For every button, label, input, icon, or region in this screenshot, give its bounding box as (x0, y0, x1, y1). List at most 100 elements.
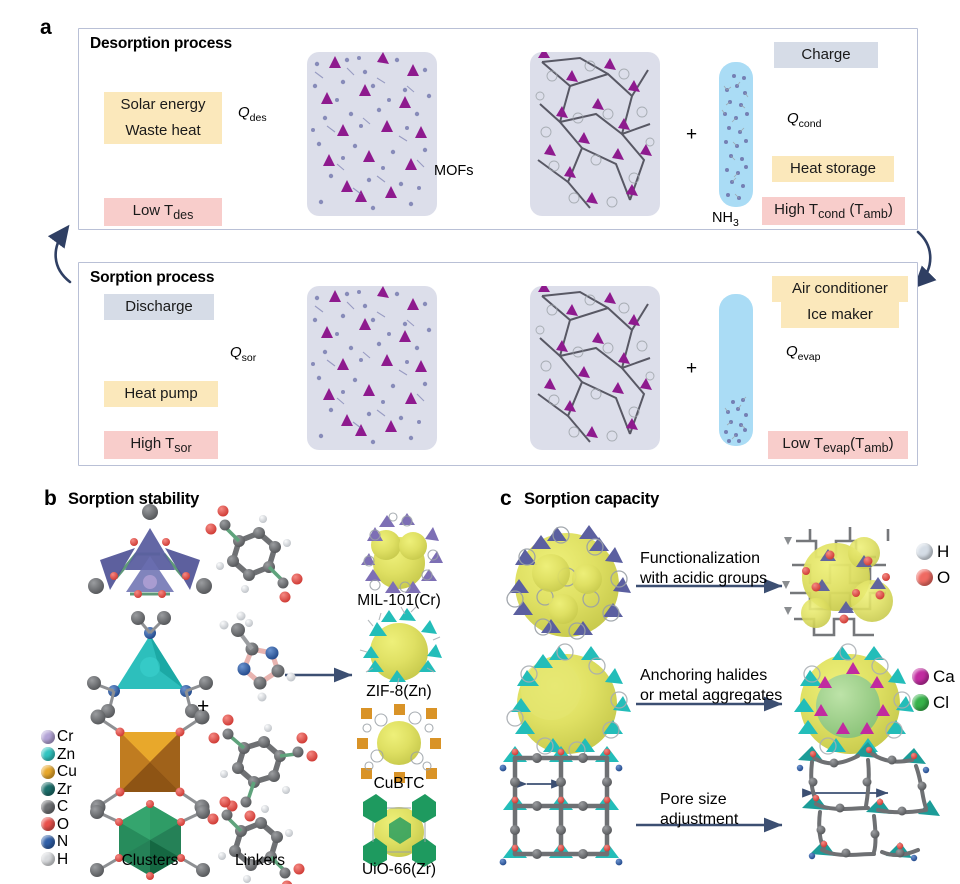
legend-dot-cr-icon (41, 729, 55, 744)
low-t-evap-chip: Low Tevap(Tamb) (768, 431, 908, 460)
legend-label-cu: Cu (57, 763, 77, 780)
q-sor-symbol: Q (230, 344, 242, 361)
legend-row-zr: Zr (41, 781, 77, 799)
heat-storage-chip: Heat storage (772, 156, 894, 182)
legend-label-h: H (57, 850, 69, 868)
high-t-cond-sub1: cond (818, 207, 846, 221)
legend-dot-h-c-icon (916, 542, 933, 560)
mofs-label: MOFs (434, 163, 474, 179)
legend-row-cl: Cl (912, 689, 955, 715)
panel-c-row1-label: Functionalization with acidic groups (640, 550, 768, 587)
heat-source-chip-group: Solar energy Waste heat (104, 92, 222, 144)
cycle-arrow-left (47, 224, 72, 284)
high-t-cond-text3: ) (887, 201, 893, 218)
low-t-des-text: Low T (132, 202, 174, 219)
linker-methylimidazolate (219, 611, 296, 702)
solar-energy-chip: Solar energy (104, 92, 222, 118)
legend-row-n: N (41, 833, 77, 851)
legend-row-o-c: O (916, 564, 950, 590)
mof-block-saturated (307, 52, 437, 216)
linker-btc (208, 714, 318, 822)
low-t-evap-text3: ) (888, 435, 894, 452)
q-evap-symbol: Q (786, 343, 798, 360)
low-t-evap-sub1: evap (822, 441, 851, 455)
discharge-chip: Discharge (104, 294, 214, 320)
q-des-symbol: Q (238, 104, 250, 121)
sorption-plus-sign: + (686, 358, 698, 379)
mof-block-empty (530, 286, 660, 450)
mof-structure-mil101 (361, 512, 443, 593)
cluster-cu-paddlewheel (90, 709, 210, 815)
legend-label-h-c: H (937, 541, 950, 561)
high-t-cond-sub2: amb (863, 207, 888, 221)
mof-cage-before-anchoring (506, 643, 631, 759)
panel-c-heading: Sorption capacity (524, 490, 660, 508)
application-chip-group: Air conditioner Ice maker (772, 276, 908, 328)
low-t-evap-text2: (T (850, 435, 865, 452)
legend-row-cu: Cu (41, 763, 77, 781)
cluster-cr-trimer (88, 504, 212, 598)
legend-dot-n-icon (41, 834, 55, 849)
low-t-des-subscript: des (173, 208, 194, 222)
panel-c-row2-label: Anchoring halides or metal aggregates (640, 667, 783, 704)
cycle-arrow-right (913, 230, 937, 289)
nh3-label: NH3 (712, 210, 739, 229)
legend-dot-o-c-icon (916, 568, 933, 586)
legend-label-n: N (57, 833, 69, 850)
q-evap-subscript: evap (797, 351, 821, 363)
high-t-cond-text: High T (774, 201, 819, 218)
mof-lattice-large-pore (796, 742, 940, 862)
q-cond-subscript: cond (798, 118, 822, 130)
element-legend-panel-c-top: H O (916, 538, 950, 590)
q-cond-label: Qcond (787, 110, 821, 130)
legend-row-c: C (41, 798, 77, 816)
mof-name-uio66: UiO-66(Zr) (361, 861, 437, 878)
mof-lattice-small-pore (499, 746, 623, 866)
panel-c-row3-label: Pore size adjustment (660, 791, 739, 828)
legend-dot-ca-icon (912, 667, 929, 685)
nh3-tube-full (719, 62, 753, 207)
low-t-des-chip: Low Tdes (104, 198, 222, 227)
legend-row-zn: Zn (41, 746, 77, 764)
legend-row-cr: Cr (41, 728, 77, 746)
heat-pump-chip: Heat pump (104, 381, 218, 407)
linker-terephthalate-2 (207, 796, 305, 884)
clusters-caption: Clusters (121, 852, 179, 869)
q-evap-label: Qevap (786, 343, 820, 363)
legend-label-zn: Zn (57, 745, 76, 763)
air-conditioner-chip: Air conditioner (772, 276, 908, 302)
desorption-plus-sign: + (686, 124, 698, 145)
high-t-sor-subscript: sor (174, 441, 192, 455)
legend-dot-h-icon (41, 852, 55, 867)
element-legend-panel-b: Cr Zn Cu Zr C O N H (41, 728, 77, 868)
cluster-zn-tetrahedron (87, 611, 213, 718)
panel-b-plus-sign: + (197, 695, 210, 718)
legend-row-h: H (41, 851, 77, 869)
linkers-caption: Linkers (235, 852, 285, 869)
charge-chip: Charge (774, 42, 878, 68)
mof-name-cubtc: CuBTC (373, 775, 425, 792)
mof-structure-cubtc (357, 704, 441, 783)
mof-name-mil101: MIL-101(Cr) (357, 592, 441, 609)
q-des-label: Qdes (238, 104, 267, 124)
panel-letter-c: c (500, 487, 512, 510)
panel-letter-b: b (44, 487, 57, 510)
linker-terephthalate-1 (205, 505, 303, 603)
legend-dot-zn-icon (41, 747, 55, 762)
waste-heat-chip: Waste heat (104, 117, 222, 144)
sorption-process-title: Sorption process (90, 269, 215, 286)
panel-letter-a: a (40, 16, 52, 39)
legend-dot-zr-icon (41, 782, 55, 797)
low-t-evap-sub2: amb (864, 441, 889, 455)
legend-label-o: O (57, 815, 70, 833)
legend-dot-cl-icon (912, 693, 929, 711)
legend-row-ca: Ca (912, 663, 955, 689)
nh3-subscript: 3 (732, 216, 739, 229)
mof-block-desorbed (530, 52, 660, 216)
nh3-symbol: NH (712, 210, 733, 226)
legend-row-h-c: H (916, 538, 950, 564)
q-des-subscript: des (249, 112, 267, 124)
element-legend-panel-c-mid: Ca Cl (912, 663, 955, 715)
q-sor-subscript: sor (241, 352, 257, 364)
legend-dot-c-icon (41, 799, 55, 814)
